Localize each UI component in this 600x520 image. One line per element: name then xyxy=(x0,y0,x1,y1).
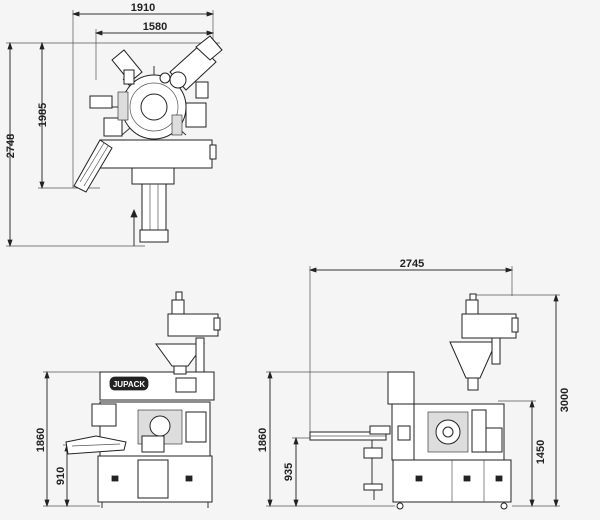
front-view: 1860 910 JUPACK xyxy=(35,291,221,508)
dim-front-910: 910 xyxy=(55,467,67,485)
dim-1985: 1985 xyxy=(37,103,49,127)
dim-front-1860: 1860 xyxy=(35,428,47,452)
top-view: 1910 1580 2748 1985 xyxy=(5,2,223,248)
dim-1910: 1910 xyxy=(131,2,155,14)
dim-1580: 1580 xyxy=(143,21,167,33)
dim-2745: 2745 xyxy=(400,258,424,270)
side-view: 2745 1860 935 1450 3000 xyxy=(257,258,571,510)
dim-2748: 2748 xyxy=(5,134,17,158)
dim-side-1450: 1450 xyxy=(535,440,547,464)
dim-side-935: 935 xyxy=(283,463,295,481)
dim-side-3000: 3000 xyxy=(559,388,571,412)
dim-side-1860: 1860 xyxy=(257,428,269,452)
brand-label-front: JUPACK xyxy=(113,380,146,389)
